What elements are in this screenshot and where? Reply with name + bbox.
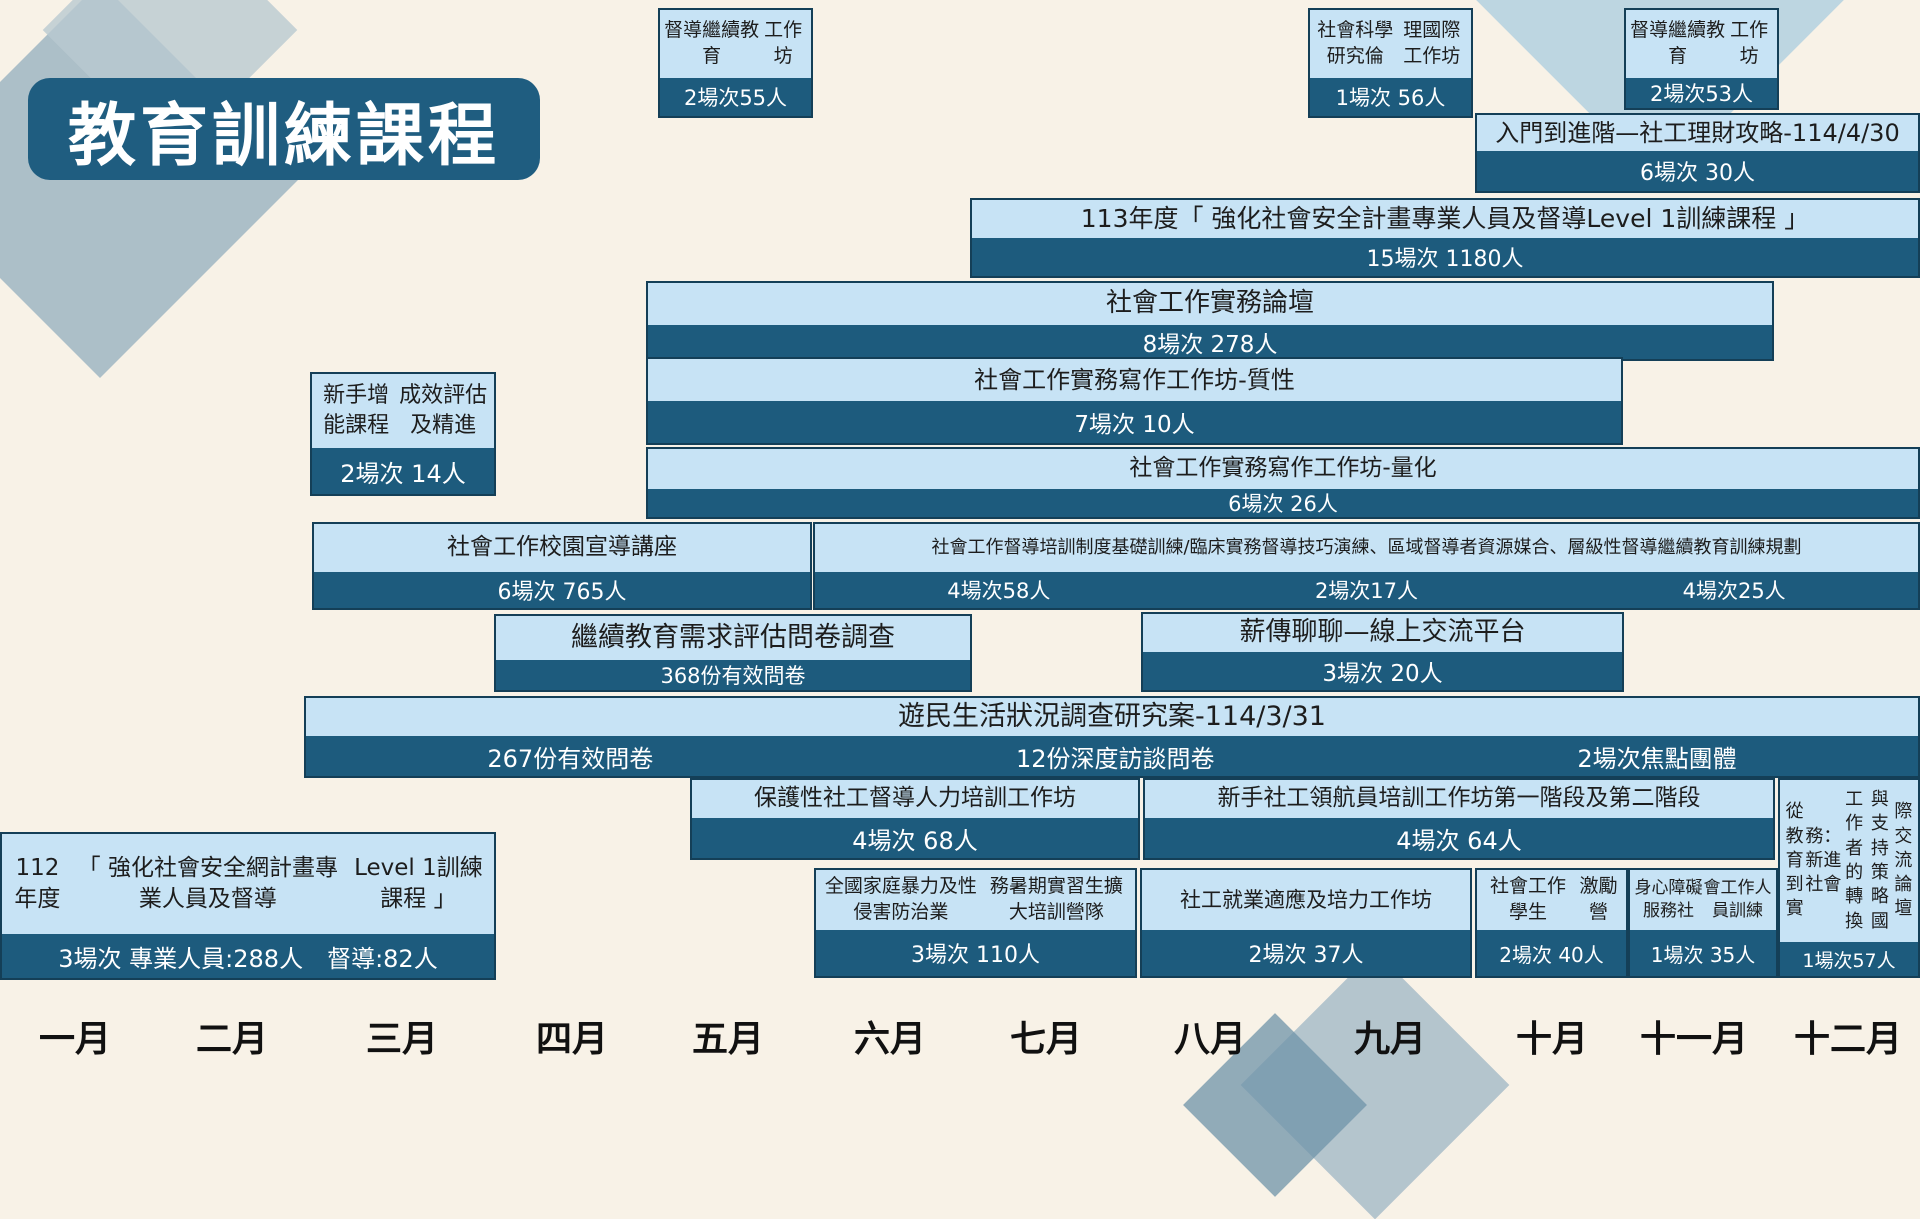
month-label-3: 三月 [365,1019,439,1060]
course-title: 繼續教育需求評估問卷調查 [496,616,970,660]
course-stat: 15場次 1180人 [972,238,1918,276]
course-stat: 6場次 26人 [648,489,1918,517]
month-label-6: 六月 [853,1019,927,1060]
month-label-11: 十一月 [1639,1019,1749,1060]
course-stat: 4場次 68人 [692,818,1138,858]
course-stat: 4場次 64人 [1145,818,1773,858]
course-stat: 3場次 110人 [816,930,1135,976]
course-title: 113年度「 強化社會安全計畫專業人員及督導Level 1訓練課程 」 [972,200,1918,238]
course-title: 社會工作校園宣導講座 [314,524,810,572]
course-stat-item: 2場次焦點團體 [1577,744,1737,773]
course-stat: 368份有效問卷 [496,660,970,690]
course-box-safety-plan-113: 113年度「 強化社會安全計畫專業人員及督導Level 1訓練課程 」15場次 … [970,198,1920,278]
course-title: 社會科學研究倫理國際工作坊 [1310,10,1471,78]
course-title: 入門到進階—社工理財攻略-114/4/30 [1477,115,1918,151]
month-label-4: 四月 [535,1019,609,1060]
month-label-2: 二月 [195,1019,269,1060]
month-label-8: 八月 [1173,1019,1247,1060]
course-stat-item: 2場次17人 [1314,579,1419,603]
course-stat: 267份有效問卷 12份深度訪談問卷 2場次焦點團體 [306,736,1918,776]
course-title: 社會工作實務論壇 [648,283,1772,325]
course-stat: 2場次 40人 [1477,930,1626,976]
course-stat: 7場次 10人 [648,401,1621,443]
page-title: 教育訓練課程 [28,78,540,180]
month-label-7: 七月 [1009,1019,1083,1060]
course-title: 全國家庭暴力及性侵害防治業務暑期實習生擴大培訓營隊 [816,870,1135,930]
course-stat: 1場次 35人 [1630,930,1776,976]
course-title: 新手增能課程成效評估及精進 [312,374,494,448]
course-title: 薪傳聊聊—線上交流平台 [1143,614,1622,652]
course-box-homeless-survey: 遊民生活狀況調查研究案-114/3/31 267份有效問卷 12份深度訪談問卷 2場次… [304,696,1920,778]
course-title: 新手社工領航員培訓工作坊第一階段及第二階段 [1145,780,1773,818]
month-label-5: 五月 [691,1019,765,1060]
month-label-9: 九月 [1353,1019,1427,1060]
course-title: 保護性社工督導人力培訓工作坊 [692,780,1138,818]
course-stat: 2場次 37人 [1142,930,1470,976]
course-title: 督導繼續教育工作坊 [1626,10,1777,78]
course-title: 社會工作實務寫作工作坊-質性 [648,359,1621,401]
course-title: 遊民生活狀況調查研究案-114/3/31 [306,698,1918,736]
course-stat: 2場次55人 [660,78,811,116]
decor-diamond-top-left [0,0,298,378]
month-label-1: 一月 [38,1019,112,1060]
decor-diamond-bottom [1240,950,1510,1219]
course-stat: 3場次 20人 [1143,652,1622,690]
course-box-supervision-system: 社會工作督導培訓制度基礎訓練/臨床實務督導技巧演練、區域督導者資源媒合、層級性督… [813,522,1920,610]
month-label-12: 十二月 [1793,1019,1903,1060]
course-title: 從教育到實務：新進社會工作者的轉換與支持策略國際交流論壇 [1780,780,1918,942]
course-title: 社會工作學生激勵營 [1477,870,1626,930]
course-title: 社工就業適應及培力工作坊 [1142,870,1470,930]
course-stat: 2場次53人 [1626,78,1777,108]
course-title: 社會工作督導培訓制度基礎訓練/臨床實務督導技巧演練、區域督導者資源媒合、層級性督… [815,524,1918,572]
course-stat: 3場次 專業人員:288人 督導:82人 [2,934,494,978]
course-stat: 8場次 278人 [648,325,1772,359]
course-stat-item: 4場次58人 [947,579,1051,603]
course-stat: 6場次 30人 [1477,151,1918,191]
course-stat: 1場次 56人 [1310,78,1471,116]
month-axis: 一月 二月 三月 四月 五月 六月 七月 八月 九月 十月 十一月 十二月 [0,1010,1920,1066]
month-label-10: 十月 [1515,1019,1589,1060]
course-stat: 2場次 14人 [312,448,494,494]
course-title: 社會工作實務寫作工作坊-量化 [648,449,1918,489]
course-stat-item: 4場次25人 [1682,579,1786,603]
course-title: 身心障礙服務社會工作人員訓練 [1630,870,1776,930]
course-stat: 4場次58人 2場次17人 4場次25人 [815,572,1918,608]
course-title: 督導繼續教育工作坊 [660,10,811,78]
course-stat: 6場次 765人 [314,572,810,608]
course-stat-item: 267份有效問卷 [487,744,654,773]
course-stat-item: 12份深度訪談問卷 [1015,744,1215,773]
course-stat: 1場次57人 [1780,942,1918,976]
